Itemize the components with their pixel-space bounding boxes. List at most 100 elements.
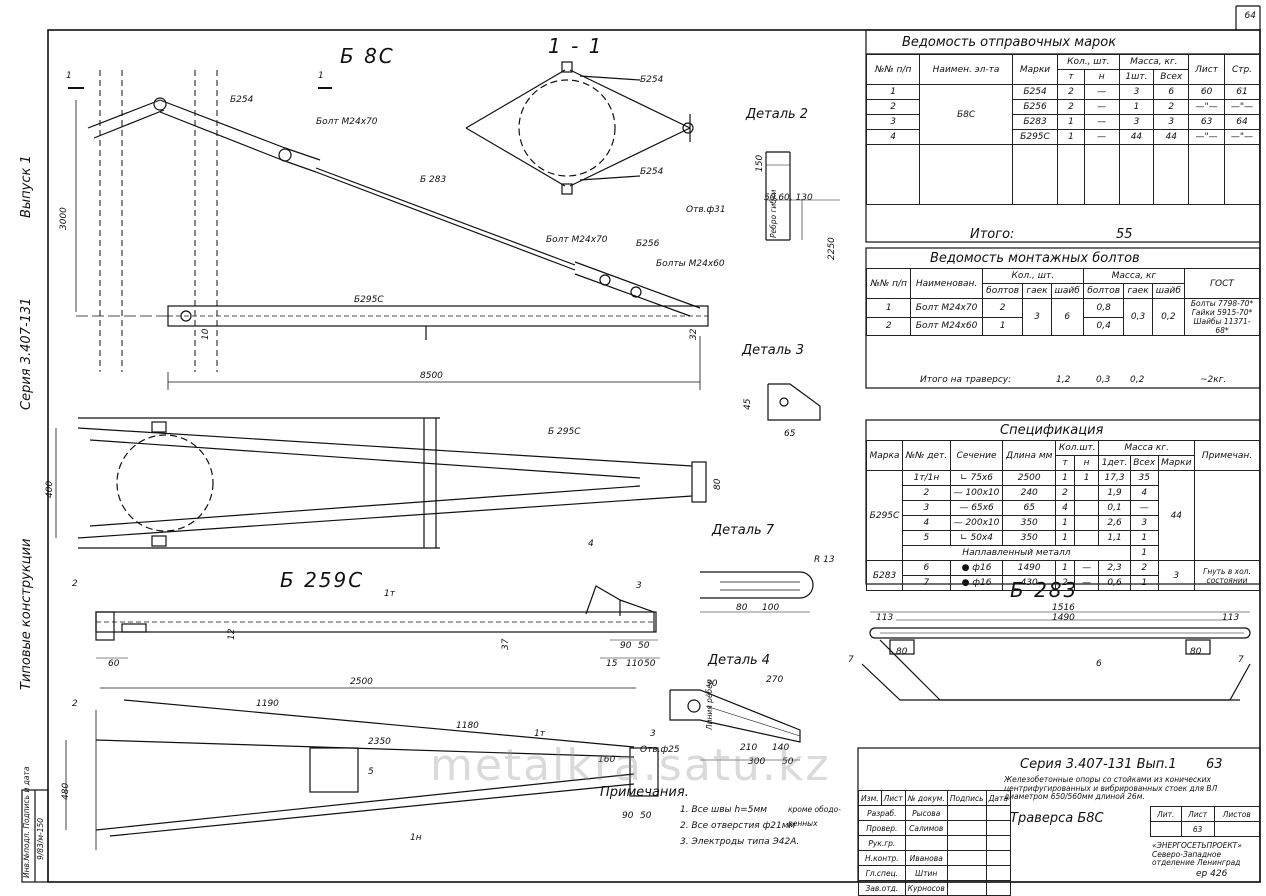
side-issue: Выпуск 1 [19, 155, 34, 218]
callout-bolt-m24x70: Болт М24х70 [316, 117, 378, 127]
shipping-title: Ведомость отправочных марок [902, 35, 1117, 50]
sheet-bottom-code: ер 426 [1196, 869, 1228, 879]
table-row: 1 Б8С Б254 2 — 3 6 60 61 [865, 84, 1261, 145]
dim-65: 65 [784, 429, 796, 439]
shipping-table: №№ п/п Наимен. эл-та Марки Кол., шт. Мас… [865, 54, 1261, 205]
bolts-sh: шайб [1151, 283, 1186, 299]
cell: 430 [1002, 575, 1057, 591]
side-series: Серия 3.407-131 [19, 297, 34, 410]
cell: Б283 [1011, 114, 1059, 130]
view-title-section: 1 - 1 [548, 34, 604, 58]
table-row: Наплавленный металл 1 [867, 545, 1260, 561]
callout-b295c: Б295С [354, 295, 384, 305]
cell: —"— [1223, 99, 1261, 115]
table-row: 2 Б256 2 — 1 2 —"— —"— [865, 99, 1261, 115]
cell: ● ф16 [949, 560, 1004, 576]
cell: Б254 [1011, 84, 1059, 100]
notes-title: Примечания. [600, 785, 689, 800]
mark-2a: 2 [72, 579, 78, 589]
cell: — [1073, 560, 1100, 576]
cell: 2,3 [1098, 560, 1131, 576]
callout-hole-25: Отв.ф25 [640, 745, 680, 755]
cell: 3 [1157, 560, 1196, 591]
table-row: 7 ● ф16 430 2 — 0,6 1 [867, 575, 1260, 591]
cell: —"— [1188, 99, 1225, 115]
cell: 3 [1129, 515, 1159, 531]
cell: 1 [865, 84, 921, 100]
dim-1490: 1490 [1052, 613, 1075, 623]
cell: 1 [1057, 129, 1085, 145]
side-typical: Типовые конструкции [19, 538, 34, 690]
cell: 2 [1055, 575, 1075, 591]
cell: — [1083, 129, 1120, 145]
view-title-b8c: Б 8С [340, 44, 395, 68]
detail-2-title: Деталь 2 [746, 107, 809, 122]
spec-h-length: Длина мм [1002, 440, 1057, 471]
cell: 2 [865, 99, 921, 115]
dim-80-d7: 80 [736, 603, 748, 613]
cell: — [1083, 84, 1120, 100]
spec-h-note: Примечан. [1194, 440, 1260, 471]
cell: 6 [1050, 298, 1084, 336]
mark-1t: 1т [384, 589, 395, 599]
spec-sh: 1дет. [1098, 455, 1131, 471]
side-stamp-1: Инв.№подл. Подпись и дата [22, 766, 31, 878]
cell: — 100х10 [949, 485, 1004, 501]
spec-h-section: Сечение [949, 440, 1004, 471]
table-row: Б295С 1т/1н ∟ 75х6 2500 1 1 17,3 35 44 [866, 470, 1260, 561]
bolts-sh: болтов [1082, 283, 1125, 299]
tb-description: Железобетонные опоры со стойками из кони… [1004, 775, 1218, 802]
cell: Б283 [866, 560, 903, 591]
mark-1n: 1н [410, 833, 422, 843]
callout-b295c-plan: Б 295С [548, 427, 581, 437]
cell: 1,9 [1098, 485, 1131, 501]
tb-sheet-no: 63 [1180, 821, 1215, 837]
cell: 65 [1002, 500, 1057, 516]
cell [1073, 500, 1100, 516]
cell: 6 [902, 560, 951, 576]
cell: 1 [1129, 530, 1159, 546]
note-2b: ренных [788, 819, 818, 828]
dim-80-b283b: 80 [1190, 647, 1202, 657]
cell: 4 [1055, 500, 1075, 516]
spec-sh: Всех [1129, 455, 1159, 471]
cell: — [1083, 114, 1120, 130]
cell: 7 [902, 575, 951, 591]
dim-1516: 1516 [1052, 603, 1075, 613]
cell: 3 [1022, 298, 1052, 336]
cell: 6 [1153, 84, 1190, 100]
tb-stage-h: Лист [1180, 806, 1215, 822]
dim-10: 10 [201, 328, 211, 340]
cell: 1,1 [1098, 530, 1131, 546]
shipping-total-value: 55 [1116, 227, 1133, 242]
cell [1073, 515, 1100, 531]
dim-50-60-130: 50,60, 130 [764, 193, 813, 203]
cell: 2 [1057, 99, 1085, 115]
shipping-h-name: Наимен. эл-та [919, 54, 1013, 85]
tb-col: Подпись [946, 790, 987, 806]
tb-stage: Лит. Лист Листов 63 [1150, 806, 1261, 837]
tb-person: Штин [904, 865, 948, 881]
dim-50: 50 [638, 641, 650, 651]
dim-150: 150 [755, 154, 765, 172]
shipping-sh-n: н [1083, 69, 1120, 85]
tb-name: Траверса Б8С [1010, 811, 1104, 826]
cell: — [1073, 575, 1100, 591]
callout-b254: Б254 [230, 95, 254, 105]
spec-title: Спецификация [1000, 423, 1104, 438]
page-number: 64 [1244, 11, 1256, 21]
cell: 2,6 [1098, 515, 1131, 531]
cell [1073, 530, 1100, 546]
cell: 60 [1188, 84, 1225, 100]
dim-80-b283a: 80 [896, 647, 908, 657]
bolts-total-3: 0,2 [1130, 375, 1145, 385]
cell: 61 [1223, 84, 1261, 100]
callout-b256: Б256 [636, 239, 660, 249]
cell: 2 [902, 485, 951, 501]
spec-h-qty: Кол.шт. [1055, 440, 1100, 456]
section-mark-right: 1 [318, 71, 324, 81]
dim-30: 30 [706, 679, 718, 689]
cell: Б295С [1011, 129, 1059, 145]
dim-210: 210 [740, 743, 758, 753]
table-row: 2 Болт М24х60 1 0,4 [865, 316, 1260, 336]
